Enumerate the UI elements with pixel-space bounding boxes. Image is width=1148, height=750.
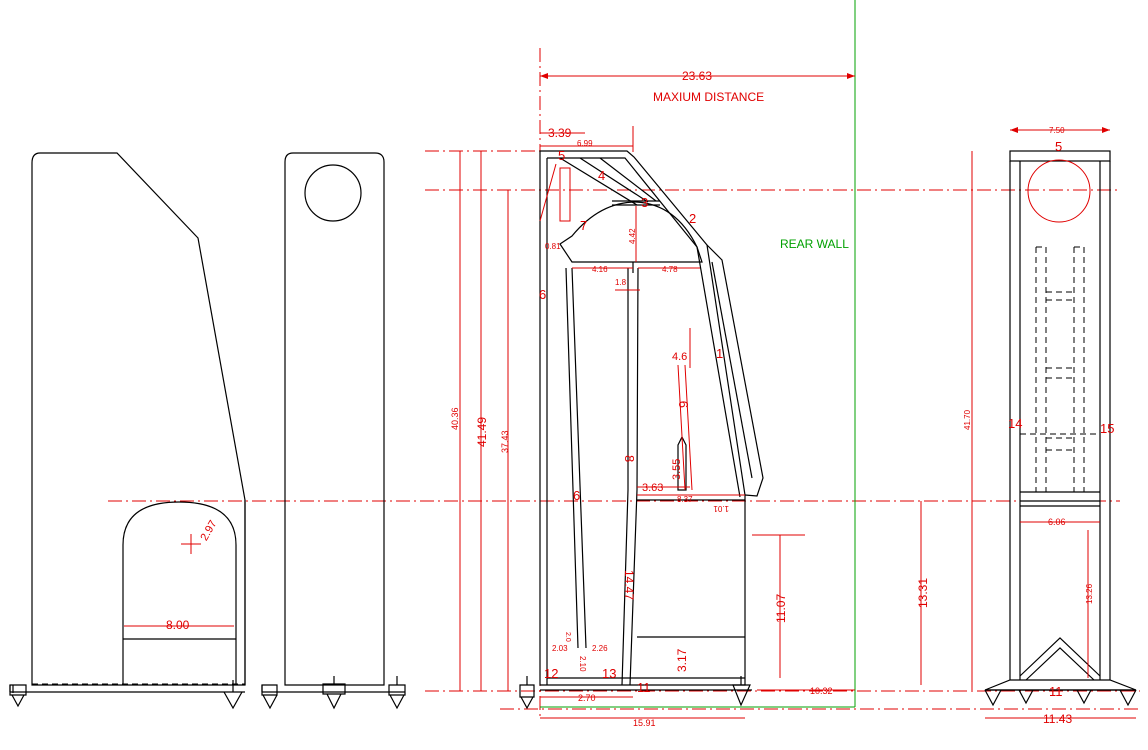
back-base-width: 11.43	[1043, 712, 1072, 726]
dim-226: 2.26	[592, 644, 608, 653]
back-inner-width: 6.06	[1048, 517, 1066, 527]
dim-height-total: 40.36	[450, 407, 460, 430]
dim-1107: 11.07	[774, 594, 788, 623]
dim-478: 4.78	[662, 265, 678, 274]
back-part-5: 5	[1055, 139, 1062, 154]
front-view	[261, 152, 406, 710]
part-11: 11	[637, 680, 651, 695]
part-7: 7	[580, 218, 587, 233]
back-lower-height: 13.26	[1085, 583, 1094, 604]
dim-small: 2.0	[564, 632, 571, 642]
dim-203: 2.03	[552, 644, 568, 653]
max-distance-value: 23.63	[682, 69, 712, 83]
dim-top-width: 6.99	[577, 139, 593, 148]
dim-1591: 15.91	[633, 718, 656, 728]
dim-363: 3.63	[642, 482, 663, 494]
dim-1032: 10.32	[810, 686, 833, 696]
part-5: 5	[558, 148, 565, 163]
part-6b: 6	[573, 488, 580, 503]
dim-1447: 14.47	[622, 570, 636, 600]
part-13: 13	[602, 666, 616, 681]
back-part-11: 11	[1049, 684, 1063, 699]
dim-837: 8.37	[677, 495, 693, 504]
part-8: 8	[622, 455, 637, 462]
dim-1331: 13.31	[916, 578, 930, 608]
back-driver-circle	[1027, 159, 1091, 223]
side-section-view: REAR WALL 23.63 MAXIUM DISTANCE 3.39 6.9…	[450, 0, 930, 728]
part-9: 9	[676, 401, 691, 408]
back-top-width: 7.50	[1049, 126, 1065, 135]
dim-442: 4.42	[628, 228, 637, 244]
part-2: 2	[689, 211, 696, 226]
back-height: 41.70	[963, 409, 972, 430]
dim-210: 2.10	[578, 656, 587, 672]
back-part-14: 14	[1008, 416, 1022, 431]
max-distance-note: MAXIUM DISTANCE	[653, 90, 764, 104]
dim-top-offset: 3.39	[548, 126, 572, 140]
dim-46: 4.6	[672, 351, 687, 363]
dim-270: 2.70	[578, 693, 596, 703]
dim-101: 1.01	[713, 504, 729, 513]
port-radius-label: 2.97	[198, 518, 219, 543]
dim-18: 1.8	[615, 278, 627, 287]
dim-355: 3.55	[671, 459, 683, 480]
driver-cutout	[304, 164, 362, 222]
dim-081: 0.81	[545, 242, 561, 251]
port-width-label: 8.00	[166, 618, 190, 632]
dim-317: 3.17	[675, 648, 689, 672]
part-12: 12	[544, 666, 558, 681]
dim-height-inner: 37.43	[500, 430, 510, 453]
side-profile-view: 2.97 8.00	[9, 152, 246, 710]
part-1: 1	[716, 346, 723, 361]
back-view: 7.50 6.06 13.26 11.43 41.70 5 14 15 11	[963, 126, 1137, 726]
dim-height-outer: 41.49	[475, 417, 489, 447]
dim-416: 4.16	[592, 265, 608, 274]
rear-wall-label: REAR WALL	[780, 237, 849, 251]
part-4: 4	[598, 168, 605, 183]
part-6a: 6	[539, 287, 546, 302]
part-3: 3	[641, 195, 648, 210]
back-part-15: 15	[1100, 421, 1114, 436]
